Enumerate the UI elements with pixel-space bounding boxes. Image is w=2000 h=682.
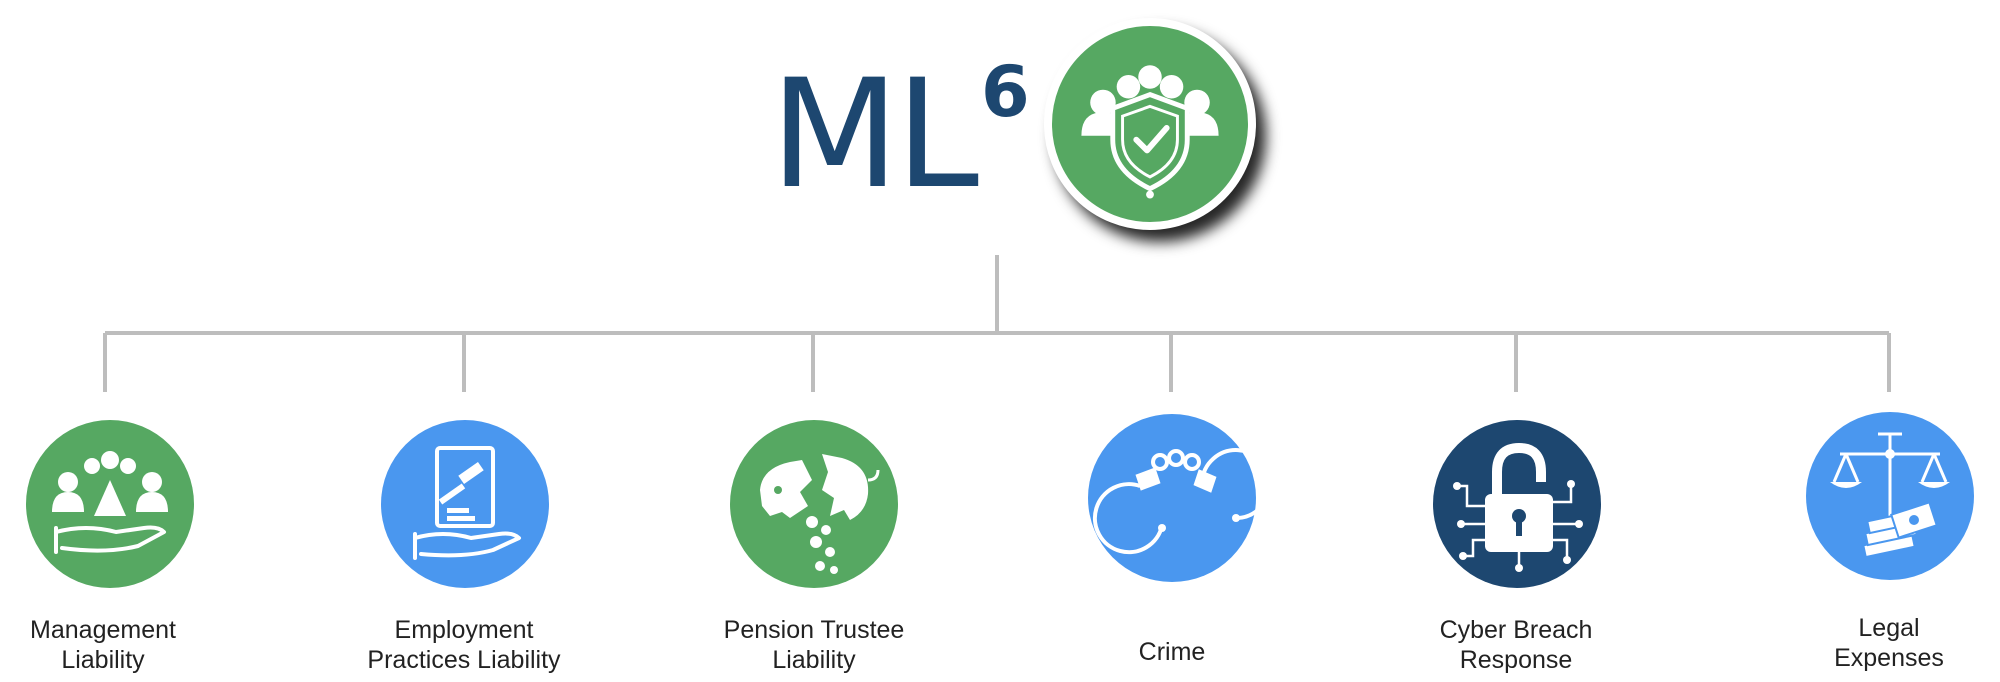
label-line2: Expenses [1834, 644, 1944, 672]
label-line2: Practices Liability [367, 646, 561, 674]
hand-holding-people-icon [52, 451, 168, 554]
hand-holding-gavel-icon [413, 446, 521, 560]
label-line1: Crime [1138, 638, 1206, 666]
scales-money-icon [1830, 432, 1950, 559]
circuit-padlock-icon [1453, 442, 1583, 572]
employment-practices-liability-node [381, 420, 549, 588]
cyber-breach-response-label: Cyber Breach Response [1396, 615, 1636, 675]
broken-piggy-bank-icon [760, 454, 880, 574]
cyber-breach-response-node [1433, 420, 1601, 588]
management-liability-label: Management Liability [0, 615, 223, 675]
label-line1: Cyber Breach [1439, 616, 1593, 644]
page-title: ML6 [770, 57, 1030, 210]
handcuffs-icon [1092, 448, 1272, 555]
crime-label: Crime [1052, 637, 1292, 667]
pension-trustee-liability-node [730, 420, 898, 588]
crime-node [1088, 414, 1272, 582]
label-line1: Pension Trustee [723, 616, 905, 644]
label-line2: Liability [61, 646, 145, 674]
title-superscript: 6 [981, 51, 1030, 133]
title-main: ML [770, 48, 979, 222]
pension-trustee-liability-label: Pension Trustee Liability [694, 615, 934, 675]
label-line2: Liability [772, 646, 856, 674]
legal-expenses-node [1806, 412, 1974, 580]
label-line2: Response [1459, 646, 1573, 674]
label-line1: Legal [1858, 614, 1920, 642]
employment-practices-liability-label: Employment Practices Liability [344, 615, 584, 675]
shield-check-people-icon [1081, 65, 1219, 199]
management-liability-node [26, 420, 194, 588]
legal-expenses-label: Legal Expenses [1769, 613, 2000, 673]
label-line1: Management [30, 616, 176, 644]
hero-badge [1044, 18, 1256, 230]
label-line1: Employment [394, 616, 534, 644]
